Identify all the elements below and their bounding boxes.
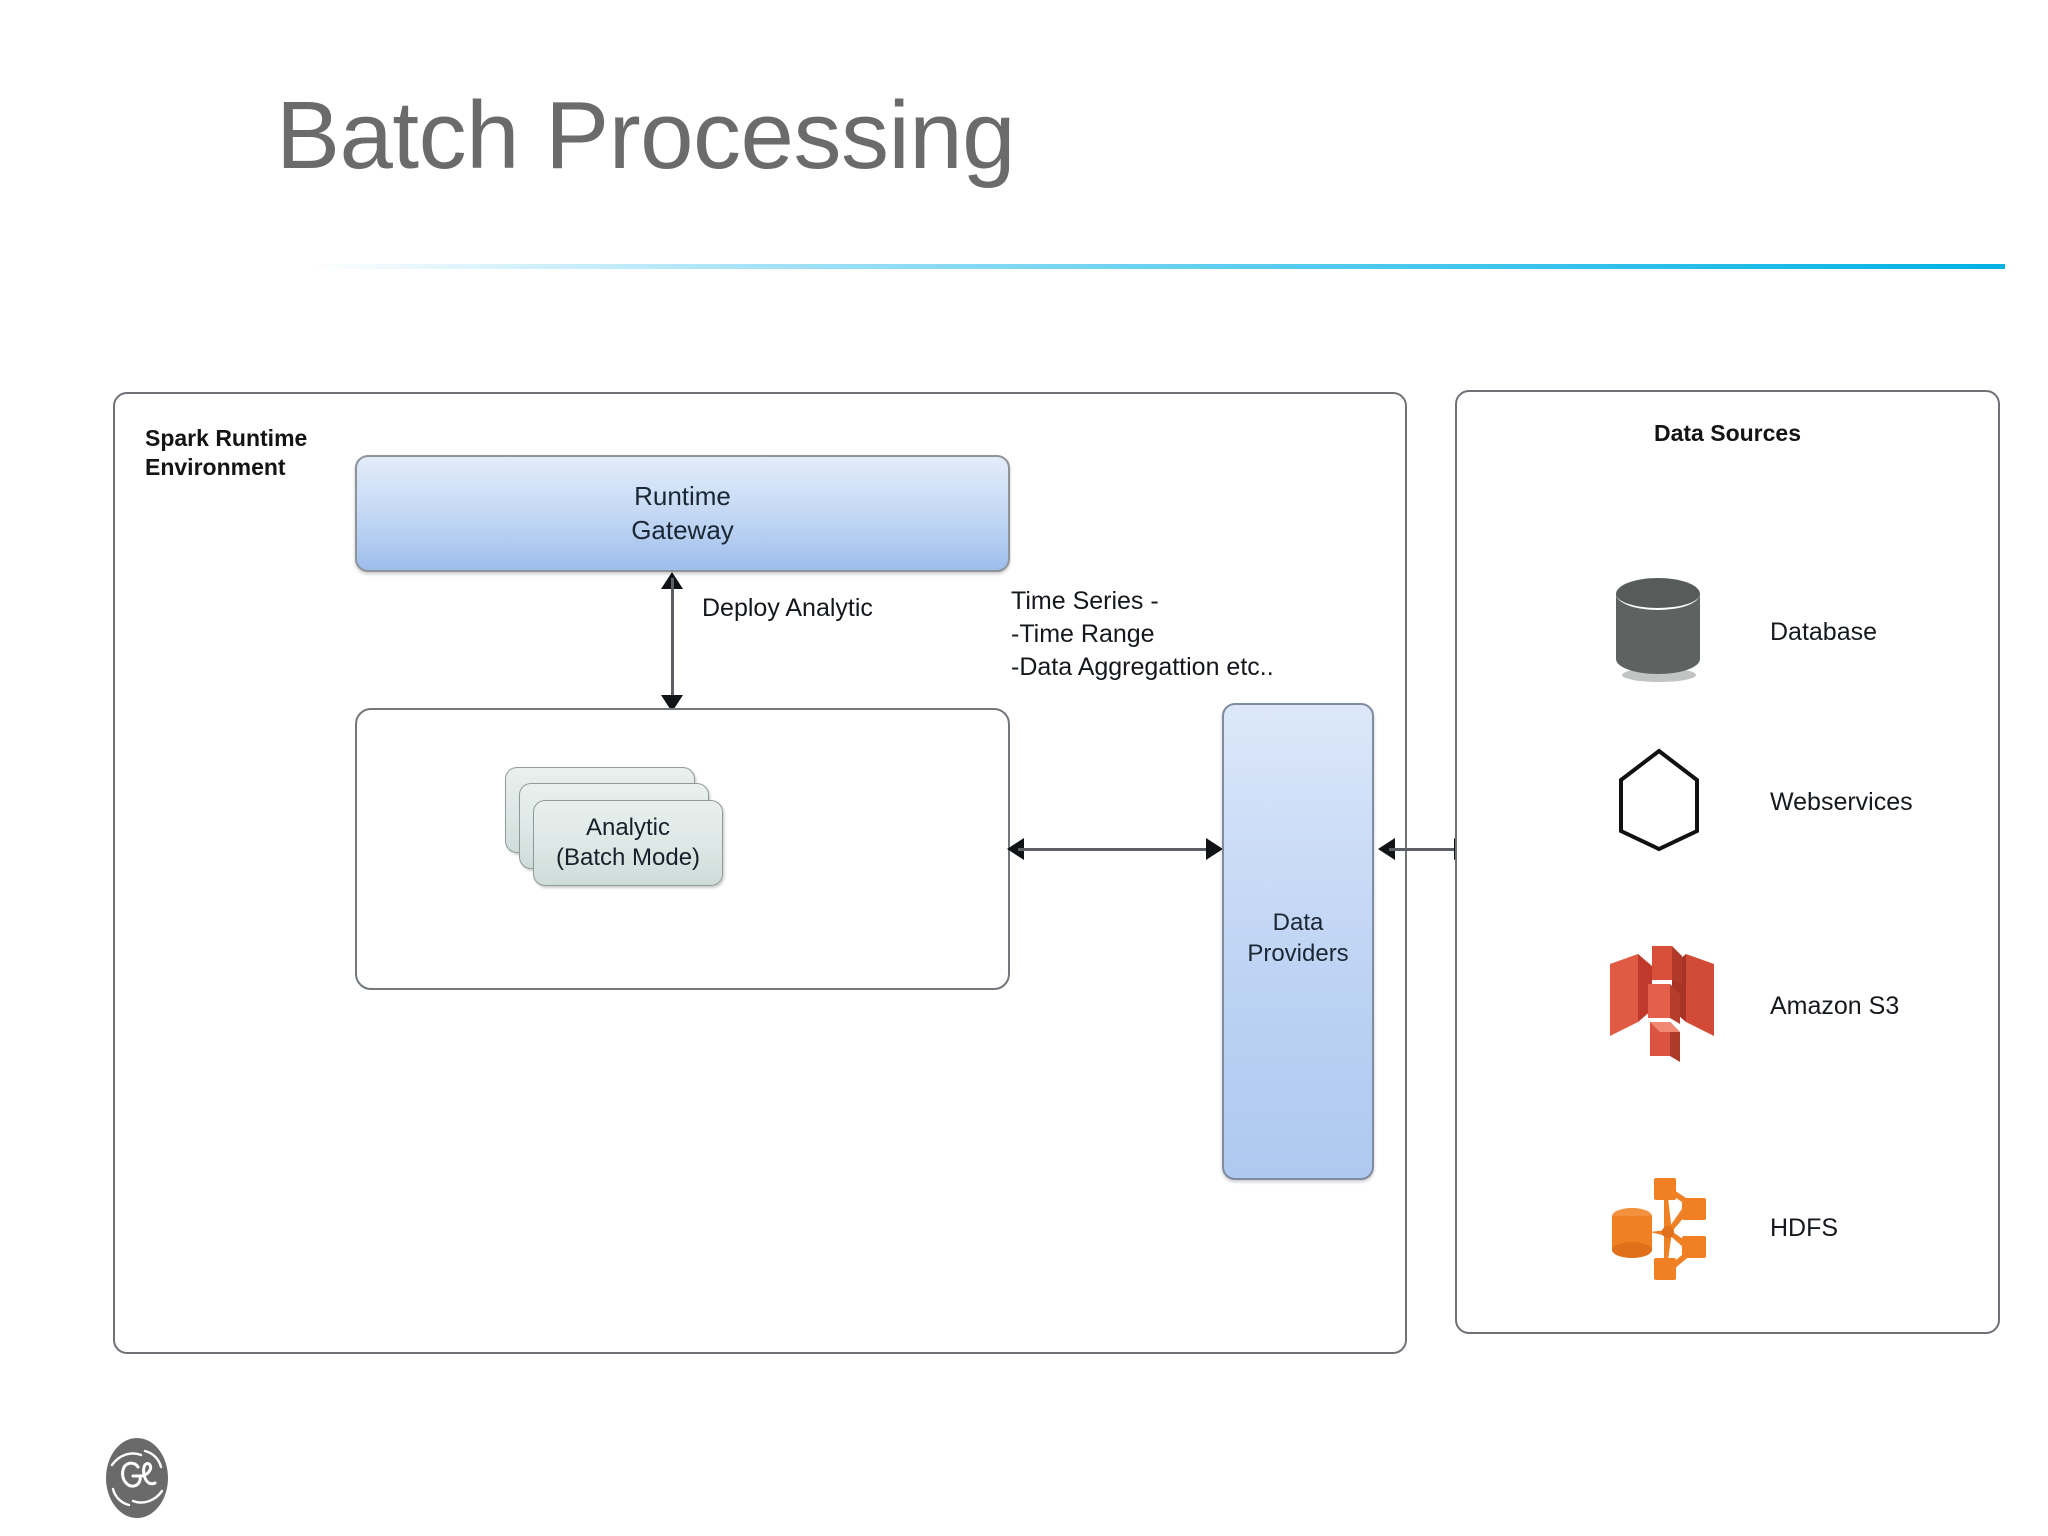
deploy-arrow-head-down xyxy=(661,695,683,712)
spark-runtime-environment-title: Spark Runtime Environment xyxy=(145,425,308,481)
page-title: Batch Processing xyxy=(276,82,1016,189)
data-source-item-webservices[interactable]: Webservices xyxy=(1600,742,1913,862)
deploy-arrow-line xyxy=(671,578,674,702)
data-source-item-hdfs[interactable]: HDFS xyxy=(1600,1168,1838,1288)
data-source-label-amazon-s3: Amazon S3 xyxy=(1770,991,1900,1020)
data-source-label-database: Database xyxy=(1770,617,1878,646)
data-provider-arrow-line xyxy=(1018,848,1214,851)
analytic-batch-mode-stack[interactable]: Analytic (Batch Mode) xyxy=(505,767,723,889)
amazon-s3-bucket-icon xyxy=(1600,946,1720,1066)
title-divider-rule xyxy=(308,264,2005,269)
data-provider-arrow-head-left xyxy=(1007,838,1024,860)
database-cylinder-icon xyxy=(1600,572,1720,692)
data-sources-panel: Data Sources xyxy=(1455,390,2000,1334)
analytic-batch-mode-label: Analytic (Batch Mode) xyxy=(555,813,701,871)
time-series-annotation: Time Series - -Time Range -Data Aggregat… xyxy=(1011,587,1274,681)
hexagon-outline-icon xyxy=(1600,742,1720,862)
runtime-gateway-label: Runtime Gateway xyxy=(631,481,734,545)
ge-monogram-logo xyxy=(103,1435,171,1521)
deploy-analytic-annotation: Deploy Analytic xyxy=(702,594,873,622)
data-providers-label: Data Providers xyxy=(1247,909,1349,968)
data-providers-box[interactable]: Data Providers xyxy=(1222,703,1374,1180)
data-source-label-hdfs: HDFS xyxy=(1770,1213,1839,1242)
data-source-item-database[interactable]: Database xyxy=(1600,572,1877,692)
data-sources-arrow-head-left xyxy=(1378,838,1395,860)
hdfs-cluster-icon xyxy=(1600,1168,1720,1288)
data-source-label-webservices: Webservices xyxy=(1770,787,1913,816)
data-provider-arrow-head-right xyxy=(1206,838,1223,860)
data-source-item-amazon-s3[interactable]: Amazon S3 xyxy=(1600,946,1899,1066)
analytic-card-front[interactable]: Analytic (Batch Mode) xyxy=(533,800,723,886)
data-sources-arrow-line xyxy=(1389,848,1463,851)
data-sources-title: Data Sources xyxy=(1653,420,1801,446)
runtime-gateway-box[interactable]: Runtime Gateway xyxy=(355,455,1010,572)
